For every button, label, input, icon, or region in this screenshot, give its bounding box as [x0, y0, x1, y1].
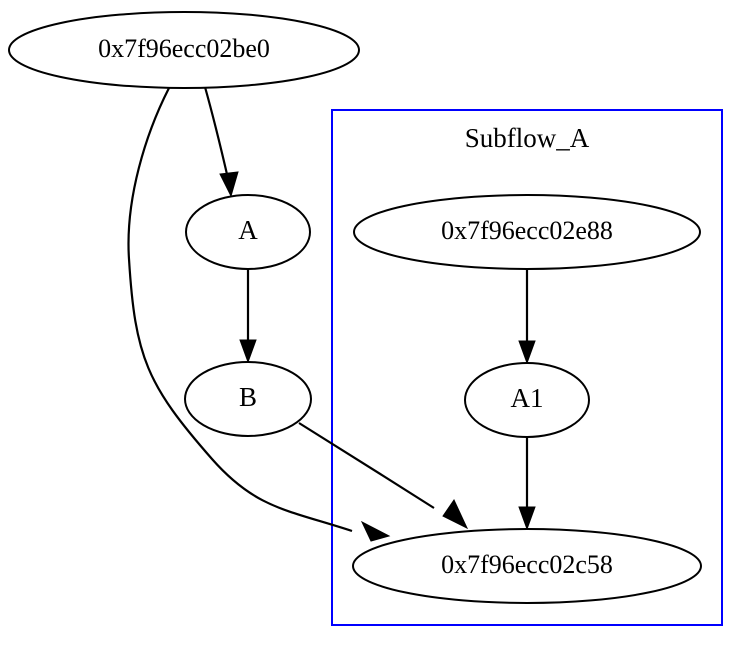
- node-c58-label: 0x7f96ecc02c58: [441, 550, 613, 579]
- edge-root-to-c58[interactable]: [127, 87, 391, 542]
- node-a1[interactable]: A1: [464, 362, 590, 438]
- node-a[interactable]: A: [185, 194, 311, 270]
- edge-root-to-a[interactable]: [203, 86, 239, 198]
- edge-a1-to-c58-arrowhead: [518, 506, 536, 531]
- edge-b-to-c58-arrowhead: [442, 498, 469, 530]
- cluster-group: Subflow_A: [331, 109, 723, 626]
- node-b-ellipse: [184, 361, 312, 437]
- node-e88-label: 0x7f96ecc02e88: [441, 216, 613, 245]
- node-b[interactable]: B: [184, 361, 312, 437]
- edge-a-to-b-arrowhead: [239, 339, 257, 364]
- edge-root-to-c58-line: [127, 87, 353, 533]
- edge-e88-to-a1-arrowhead: [518, 340, 536, 365]
- nodes-group: 0x7f96ecc02be0 A B 0x7f96ecc02e88 A1 0x7: [8, 11, 702, 604]
- node-a-ellipse: [185, 194, 311, 270]
- edge-root-to-a-arrowhead: [219, 171, 239, 198]
- node-b-label: B: [239, 382, 257, 412]
- cluster-subflow-a-border: [331, 109, 723, 626]
- edge-a1-to-c58[interactable]: [518, 437, 536, 531]
- node-c58[interactable]: 0x7f96ecc02c58: [352, 528, 702, 604]
- node-root-label: 0x7f96ecc02be0: [98, 34, 270, 63]
- edge-root-to-c58-arrowhead: [360, 520, 391, 542]
- edge-root-to-a-line: [203, 86, 231, 184]
- node-c58-ellipse: [352, 528, 702, 604]
- node-e88-ellipse: [353, 194, 701, 270]
- edge-e88-to-a1[interactable]: [518, 269, 536, 365]
- cluster-subflow-a-label: Subflow_A: [465, 123, 590, 153]
- edge-a-to-b[interactable]: [239, 269, 257, 364]
- node-root-ellipse: [8, 11, 360, 89]
- edge-b-to-c58[interactable]: [298, 422, 469, 530]
- node-a1-label: A1: [511, 383, 544, 413]
- node-e88[interactable]: 0x7f96ecc02e88: [353, 194, 701, 270]
- node-root[interactable]: 0x7f96ecc02be0: [8, 11, 360, 89]
- node-a-label: A: [238, 215, 258, 245]
- edge-b-to-c58-line: [298, 422, 435, 509]
- edges-group: [127, 86, 536, 542]
- node-a1-ellipse: [464, 362, 590, 438]
